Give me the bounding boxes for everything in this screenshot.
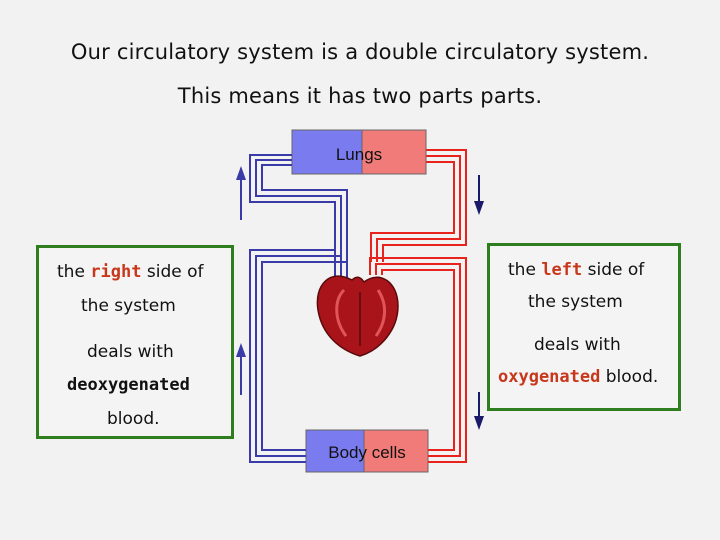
right-box-line-2: the system: [81, 296, 176, 316]
body-cells-oxygenated-half: [363, 429, 429, 473]
left-box-line-3: deals with: [534, 335, 621, 355]
right-box-line-3: deals with: [87, 342, 174, 362]
right-box-line-1-post: side of: [141, 262, 204, 282]
left-box-line-1: the left side of: [508, 260, 644, 280]
lungs-oxygenated-half: [361, 129, 427, 175]
arrow-down-icon: [474, 175, 484, 215]
lungs-deoxygenated-half: [291, 129, 363, 175]
left-highlight: left: [541, 260, 583, 280]
left-box-line-1-pre: the: [508, 260, 542, 280]
title-line-2: This means it has two parts parts.: [177, 84, 543, 108]
left-box-line-4-post: blood.: [600, 367, 659, 387]
arrow-up-icon-lower: [236, 343, 246, 395]
left-side-info-box: the left side of the system deals with o…: [487, 243, 681, 411]
left-box-line-4: oxygenated blood.: [498, 367, 658, 387]
body-cells-label: Body cells: [328, 443, 406, 462]
oxygenated-vessels: [369, 149, 467, 463]
right-box-line-1-pre: the: [57, 262, 91, 282]
deoxygenated-highlight: deoxygenated: [67, 375, 190, 395]
right-box-line-1: the right side of: [57, 262, 204, 282]
heart-icon: [316, 275, 399, 357]
right-side-info-box: the right side of the system deals with …: [36, 245, 234, 439]
arrow-up-icon: [236, 166, 246, 220]
oxygenated-highlight: oxygenated: [498, 367, 601, 387]
title-line-1: Our circulatory system is a double circu…: [70, 40, 650, 64]
right-highlight: right: [90, 262, 142, 282]
lungs-label: Lungs: [335, 145, 383, 164]
left-box-line-1-post: side of: [582, 260, 645, 280]
left-box-line-2: the system: [528, 292, 623, 312]
right-box-line-5: blood.: [107, 409, 160, 429]
arrow-down-icon-lower: [474, 392, 484, 430]
